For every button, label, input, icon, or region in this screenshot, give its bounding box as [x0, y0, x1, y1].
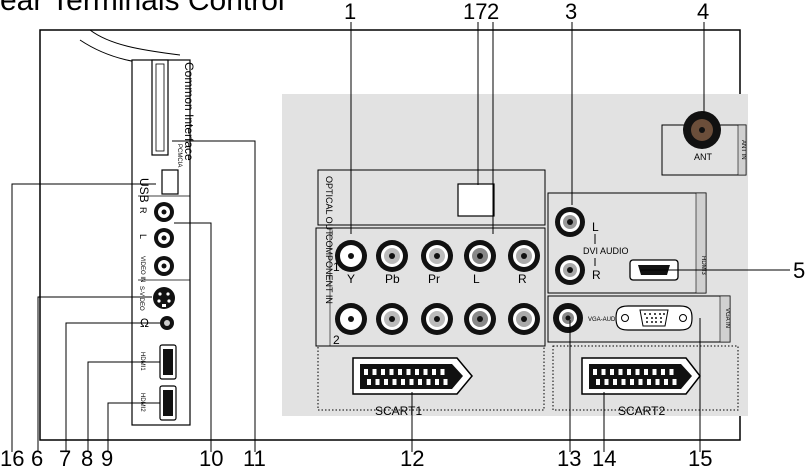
component-jack-row2-3[interactable]	[421, 303, 453, 335]
component-jack-row1-1[interactable]	[335, 240, 367, 272]
component-row-1: 1	[333, 260, 340, 274]
callout-2: 2	[487, 0, 499, 24]
component-jack-row2-2[interactable]	[376, 303, 408, 335]
dvi-l-label: L	[592, 220, 599, 234]
callout-5: 5	[793, 258, 805, 283]
label-r: R	[518, 272, 527, 286]
scart1-label: SCART1	[375, 404, 422, 418]
dvi-r-label: R	[592, 268, 601, 282]
label-pb: Pb	[385, 272, 400, 286]
callout-6: 6	[31, 446, 43, 470]
callout-10: 10	[199, 446, 223, 470]
hdmi1-port[interactable]	[159, 344, 177, 380]
side-audio-l-jack[interactable]	[154, 228, 174, 248]
component-jack-row1-2[interactable]	[376, 240, 408, 272]
callout-lines	[11, 22, 790, 452]
component-jack-row1-5[interactable]	[508, 240, 540, 272]
tv-back-frame	[39, 29, 741, 441]
callout-8: 8	[81, 446, 93, 470]
side-audio-r-jack[interactable]	[154, 202, 174, 222]
component-jack-row1-3[interactable]	[421, 240, 453, 272]
label-pr: Pr	[428, 272, 440, 286]
ant-in-label: ANT IN	[740, 140, 746, 160]
label-l: L	[473, 272, 480, 286]
usb-label: USB	[137, 178, 151, 203]
callout-7: 7	[59, 446, 71, 470]
vga-port[interactable]	[615, 305, 693, 331]
hdmi2-port[interactable]	[159, 385, 177, 421]
callout-11: 11	[243, 446, 266, 470]
hdmi3-label: HDMI3	[700, 256, 706, 275]
svg-text:PCMCIA: PCMCIA	[176, 144, 182, 167]
callout-9: 9	[101, 446, 113, 470]
side-video-label: VIDEO IN	[139, 256, 145, 282]
callout-3: 3	[565, 0, 577, 24]
dvi-audio-l-jack[interactable]	[555, 207, 585, 237]
scart2-label: SCART2	[618, 404, 665, 418]
optical-port[interactable]	[457, 183, 495, 217]
usb-port[interactable]	[161, 169, 179, 195]
ant-label: ANT	[694, 152, 713, 162]
component-row-2: 2	[333, 333, 340, 347]
callout-1: 1	[344, 0, 356, 24]
vga-audio-jack[interactable]	[553, 303, 583, 333]
svideo-jack[interactable]	[153, 287, 175, 309]
page-heading: ear Terminals Control	[0, 0, 285, 17]
component-label: COMPONENT IN	[324, 234, 334, 304]
callout-4: 4	[697, 0, 709, 24]
scart1-port[interactable]	[352, 357, 473, 395]
component-jack-row2-1[interactable]	[335, 303, 367, 335]
label-y: Y	[347, 272, 355, 286]
side-audio-l-label: L	[138, 234, 148, 239]
common-interface-label: Common Interface	[182, 62, 196, 161]
headphone-jack[interactable]	[160, 316, 174, 330]
side-video-jack[interactable]	[154, 256, 174, 276]
side-audio-r-label: R	[138, 207, 148, 214]
callout-12: 12	[400, 446, 424, 470]
svideo-label: S-VIDEO	[138, 286, 144, 311]
dvi-audio-label: DVI AUDIO	[583, 246, 629, 256]
vga-audio-label: VGA-AUDIO	[588, 317, 622, 323]
callout-17: 17	[463, 0, 487, 24]
vga-in-label: VGA IN	[724, 308, 730, 328]
optical-label: OPTICAL OUT	[324, 176, 334, 236]
callout-13: 13	[557, 446, 581, 470]
callout-14: 14	[592, 446, 616, 470]
scart2-port[interactable]	[581, 357, 701, 395]
component-jack-row1-4[interactable]	[464, 240, 496, 272]
callout-15: 15	[688, 446, 712, 470]
antenna-jack[interactable]	[683, 111, 721, 149]
component-jack-row2-4[interactable]	[464, 303, 496, 335]
callout-16: 16	[0, 446, 24, 470]
component-jack-row2-5[interactable]	[508, 303, 540, 335]
dvi-audio-r-jack[interactable]	[555, 255, 585, 285]
